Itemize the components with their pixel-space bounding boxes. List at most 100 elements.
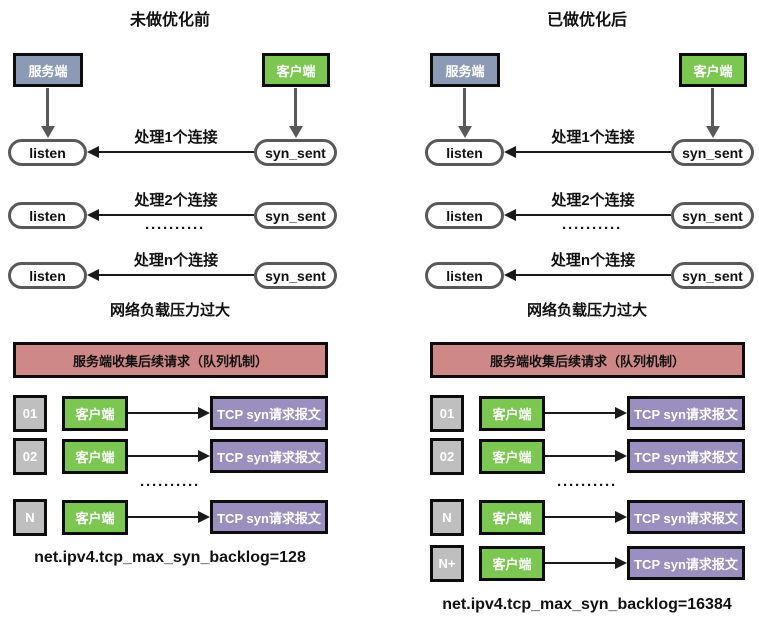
left-arrow-line — [99, 151, 254, 153]
sysctl-setting-text: net.ipv4.tcp_max_syn_backlog=16384 — [442, 596, 732, 613]
connection-label: 处理2个连接 — [134, 192, 218, 209]
queue-row: 02 客户端 TCP syn请求报文 — [417, 438, 759, 475]
client-down-arrow-head-icon — [706, 126, 720, 138]
right-arrow-head-icon — [615, 557, 627, 569]
queue-client-box: 客户端 — [479, 439, 545, 474]
queue-index-box: 02 — [13, 438, 47, 475]
server-box: 服务端 — [13, 53, 83, 87]
sysctl-setting-text: net.ipv4.tcp_max_syn_backlog=128 — [34, 549, 306, 566]
queue-client-box: 客户端 — [62, 500, 128, 535]
left-arrow-head-icon — [504, 146, 516, 158]
left-arrow-head-icon — [504, 269, 516, 281]
client-box: 客户端 — [262, 53, 330, 87]
syn-sent-state-pill: syn_sent — [671, 139, 754, 166]
server-box: 服务端 — [430, 53, 500, 87]
queue-client-box: 客户端 — [62, 439, 128, 474]
left-arrow-line — [99, 214, 254, 216]
queue-client-box: 客户端 — [62, 396, 128, 431]
queue-mechanism-banner: 服务端收集后续请求（队列机制） — [13, 342, 328, 378]
column-title: 未做优化前 — [129, 12, 210, 29]
client-down-arrow-head-icon — [289, 126, 303, 138]
right-arrow-line — [545, 562, 616, 564]
connection-label: 处理2个连接 — [551, 192, 635, 209]
server-down-arrow-head-icon — [41, 126, 55, 138]
syn-sent-state-pill: syn_sent — [671, 202, 754, 229]
right-arrow-line — [128, 412, 199, 414]
syn-packet-box: TCP syn请求报文 — [210, 396, 328, 430]
queue-index-box: N — [13, 499, 47, 536]
ellipsis-dots: ·········· — [562, 220, 622, 237]
connection-label: 处理1个连接 — [551, 129, 635, 146]
syn-sent-state-pill: syn_sent — [254, 202, 337, 229]
ellipsis-dots: ·········· — [140, 477, 200, 494]
right-arrow-line — [128, 455, 199, 457]
right-arrow-head-icon — [198, 450, 210, 462]
syn-packet-box: TCP syn请求报文 — [627, 439, 745, 473]
queue-client-box: 客户端 — [479, 546, 545, 581]
queue-client-box: 客户端 — [479, 396, 545, 431]
queue-index-box: 01 — [430, 395, 464, 432]
listen-state-pill: listen — [425, 139, 504, 166]
listen-state-pill: listen — [8, 139, 87, 166]
queue-row: N+ 客户端 TCP syn请求报文 — [417, 545, 759, 582]
ellipsis-dots: ·········· — [557, 477, 617, 494]
queue-index-box: 01 — [13, 395, 47, 432]
right-arrow-head-icon — [198, 511, 210, 523]
right-arrow-line — [545, 516, 616, 518]
client-down-arrow-line — [294, 88, 297, 126]
connection-row: 处理2个连接 listen syn_sent — [417, 192, 759, 229]
listen-state-pill: listen — [8, 202, 87, 229]
column-before-optimization: 未做优化前 服务端 客户端 处理1个连接 listen syn_sent 处理2… — [0, 0, 352, 619]
syn-packet-box: TCP syn请求报文 — [627, 500, 745, 534]
left-arrow-line — [516, 214, 671, 216]
right-arrow-head-icon — [198, 407, 210, 419]
right-arrow-line — [128, 516, 199, 518]
syn-sent-state-pill: syn_sent — [671, 262, 754, 289]
network-pressure-caption: 网络负载压力过大 — [526, 302, 647, 319]
listen-state-pill: listen — [425, 202, 504, 229]
left-arrow-head-icon — [87, 146, 99, 158]
connection-row: 处理1个连接 listen syn_sent — [0, 129, 352, 166]
connection-row: 处理n个连接 listen syn_sent — [417, 252, 759, 289]
syn-packet-box: TCP syn请求报文 — [627, 546, 745, 580]
ellipsis-dots: ·········· — [145, 220, 205, 237]
column-title: 已做优化后 — [546, 12, 627, 29]
queue-mechanism-banner: 服务端收集后续请求（队列机制） — [430, 342, 745, 378]
queue-index-box: N+ — [430, 545, 464, 582]
server-down-arrow-line — [46, 88, 49, 126]
connection-label: 处理1个连接 — [134, 129, 218, 146]
connection-label: 处理n个连接 — [133, 252, 219, 269]
queue-row: 01 客户端 TCP syn请求报文 — [417, 395, 759, 432]
syn-packet-box: TCP syn请求报文 — [210, 439, 328, 473]
left-arrow-head-icon — [87, 209, 99, 221]
connection-row: 处理n个连接 listen syn_sent — [0, 252, 352, 289]
left-arrow-line — [516, 274, 671, 276]
queue-row: 02 客户端 TCP syn请求报文 — [0, 438, 352, 475]
network-pressure-caption: 网络负载压力过大 — [109, 302, 230, 319]
queue-row: N 客户端 TCP syn请求报文 — [0, 499, 352, 536]
syn-sent-state-pill: syn_sent — [254, 262, 337, 289]
listen-state-pill: listen — [425, 262, 504, 289]
syn-packet-box: TCP syn请求报文 — [627, 396, 745, 430]
client-box: 客户端 — [679, 53, 747, 87]
right-arrow-head-icon — [615, 407, 627, 419]
queue-index-box: 02 — [430, 438, 464, 475]
right-arrow-line — [545, 412, 616, 414]
left-arrow-head-icon — [87, 269, 99, 281]
syn-packet-box: TCP syn请求报文 — [210, 500, 328, 534]
column-after-optimization: 已做优化后 服务端 客户端 处理1个连接 listen syn_sent 处理2… — [417, 0, 759, 619]
right-arrow-head-icon — [615, 511, 627, 523]
listen-state-pill: listen — [8, 262, 87, 289]
queue-client-box: 客户端 — [479, 500, 545, 535]
left-arrow-line — [516, 151, 671, 153]
client-down-arrow-line — [711, 88, 714, 126]
syn-sent-state-pill: syn_sent — [254, 139, 337, 166]
connection-row: 处理2个连接 listen syn_sent — [0, 192, 352, 229]
connection-row: 处理1个连接 listen syn_sent — [417, 129, 759, 166]
queue-row: 01 客户端 TCP syn请求报文 — [0, 395, 352, 432]
queue-index-box: N — [430, 499, 464, 536]
left-arrow-line — [99, 274, 254, 276]
left-arrow-head-icon — [504, 209, 516, 221]
server-down-arrow-head-icon — [458, 126, 472, 138]
